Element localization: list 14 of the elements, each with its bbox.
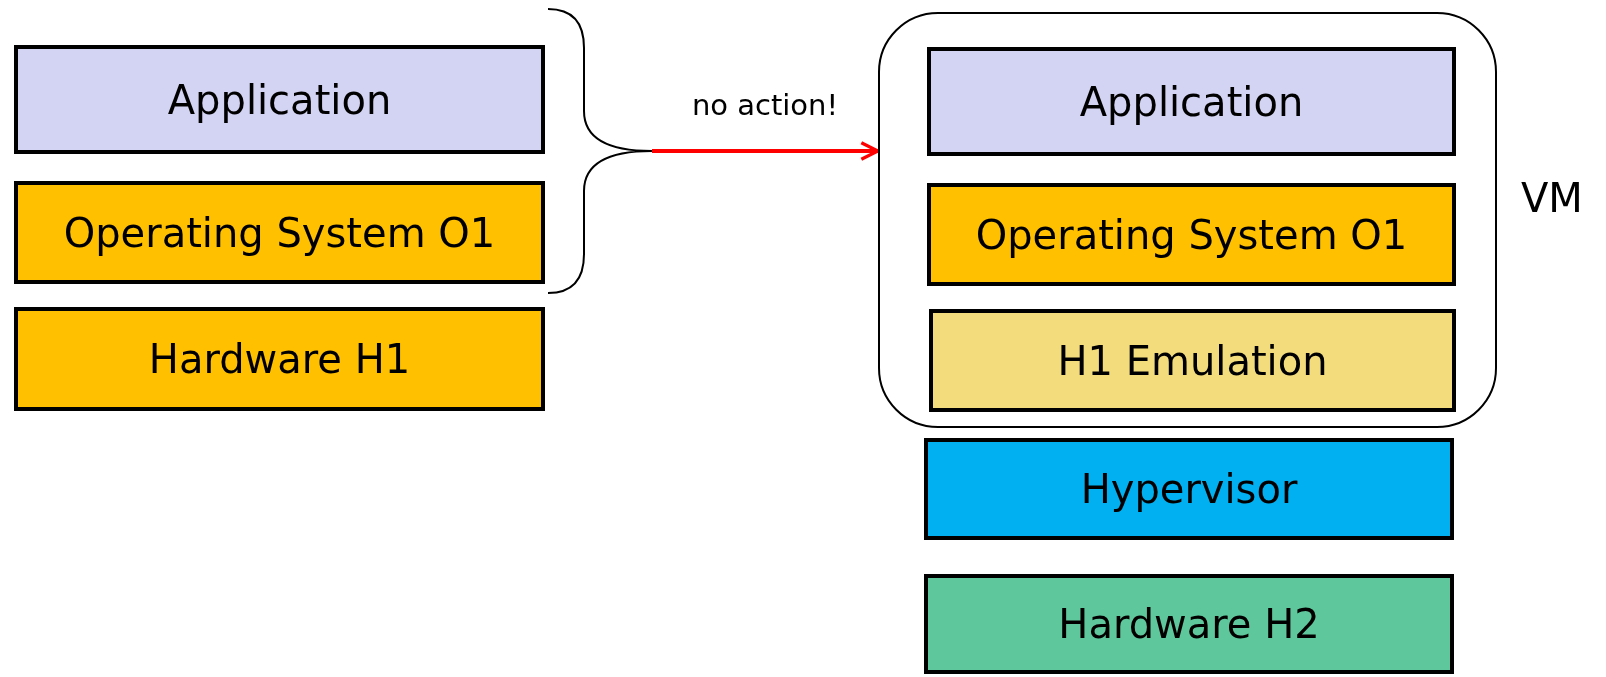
layer-label: H1 Emulation bbox=[1057, 340, 1328, 381]
vm-label: VM bbox=[1521, 178, 1583, 218]
arrow bbox=[652, 141, 880, 161]
curly-brace bbox=[548, 8, 652, 294]
layer-box bbox=[927, 47, 1456, 156]
layer-box bbox=[924, 438, 1454, 540]
layer-box bbox=[924, 574, 1454, 674]
layer-box bbox=[14, 45, 545, 154]
layer-box bbox=[929, 309, 1456, 412]
layer-box bbox=[14, 181, 545, 284]
layer-label: Hardware H1 bbox=[148, 339, 411, 379]
layer-box bbox=[927, 183, 1456, 286]
layer-label: Hardware H2 bbox=[1058, 604, 1320, 644]
layer-box bbox=[14, 307, 545, 411]
